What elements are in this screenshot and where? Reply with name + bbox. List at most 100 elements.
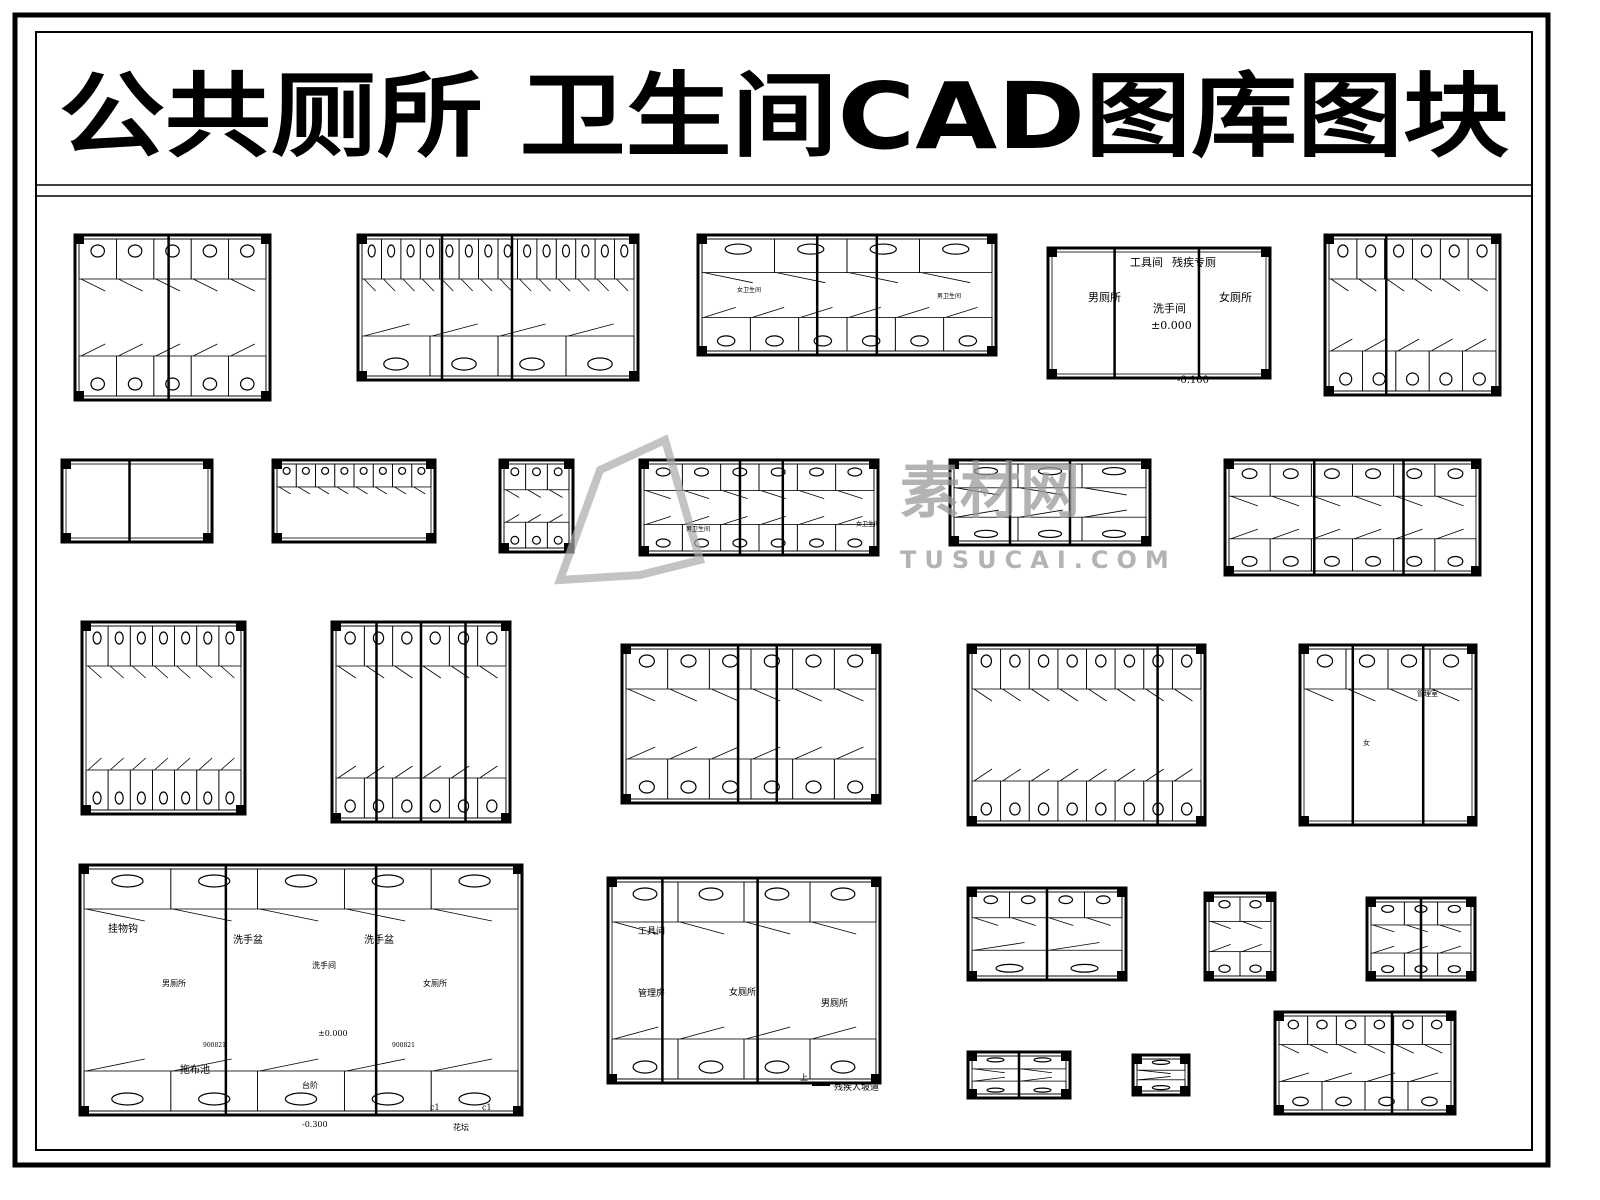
toilet-icon — [1405, 372, 1420, 386]
stall-door — [1347, 688, 1376, 702]
label-basin-right: 洗手盆 — [364, 933, 394, 946]
toilet-icon — [503, 244, 512, 258]
stall-door — [176, 757, 191, 771]
stall-door — [505, 514, 520, 523]
plan-i-labels: 男卫生间 女卫生间 — [686, 520, 880, 533]
inner-frame — [35, 31, 1533, 1151]
structural-column — [272, 459, 282, 469]
structural-column — [1224, 459, 1234, 469]
toilet-icon — [986, 1057, 1005, 1063]
stall-door — [505, 489, 520, 498]
structural-column — [261, 234, 271, 244]
toilet-stall — [835, 463, 875, 492]
toilet-stall — [1018, 1080, 1067, 1095]
stall-door — [837, 490, 863, 499]
toilet-icon — [451, 357, 477, 371]
stall-door — [80, 278, 106, 292]
toilet-icon — [1066, 802, 1078, 816]
stall-door — [1230, 528, 1258, 540]
toilet-icon — [1447, 965, 1461, 974]
stall-door — [451, 765, 470, 779]
label-washroom: 洗手间 — [1153, 301, 1186, 315]
toilet-icon — [1323, 468, 1340, 480]
stall-door — [132, 757, 147, 771]
plan-q-labels: 挂物钩 洗手盆 洗手盆 洗手间 男厕所 女厕所 ±0.000 900821 90… — [108, 922, 492, 1132]
stall-door — [1313, 495, 1341, 507]
toilet-icon — [869, 243, 897, 255]
structural-column — [1180, 1086, 1190, 1096]
toilet-icon — [763, 780, 780, 794]
toilet-icon — [980, 654, 993, 668]
toilet-icon — [92, 791, 102, 805]
stall-door — [375, 486, 387, 495]
stall-door — [383, 278, 396, 292]
structural-column — [501, 621, 511, 631]
toilet-icon — [344, 631, 356, 645]
toilet-icon — [165, 244, 180, 258]
structural-column — [1196, 644, 1206, 654]
floor-plan — [73, 233, 272, 402]
stall-door — [577, 278, 590, 292]
floor-plan — [966, 643, 1207, 827]
stall-door — [549, 489, 563, 498]
toilet-stall — [1084, 891, 1123, 919]
stall-door — [945, 306, 978, 318]
stall-door — [848, 272, 898, 284]
stall-door — [973, 942, 1025, 951]
toilet-icon — [716, 335, 736, 347]
toilet-icon — [1152, 802, 1164, 816]
stall-door — [80, 343, 106, 357]
stall-door — [366, 765, 385, 779]
label-outdoor-level: -0.300 — [302, 1120, 328, 1129]
stall-door — [363, 278, 376, 292]
structural-column — [1061, 1089, 1071, 1099]
stall-door — [1138, 1069, 1171, 1074]
toilet-icon — [158, 791, 169, 805]
stall-door — [1354, 495, 1382, 507]
stall-door — [799, 516, 825, 525]
stall-door — [1358, 278, 1377, 292]
toilet-icon — [225, 791, 235, 805]
toilet-icon — [680, 780, 697, 794]
toilet-icon — [1180, 654, 1193, 668]
toilet-icon — [1421, 1096, 1438, 1107]
stall-door — [811, 1026, 857, 1040]
toilet-stall — [919, 238, 993, 273]
toilet-stall — [809, 881, 877, 923]
stall-door — [87, 665, 102, 679]
stall-door — [193, 343, 218, 357]
toilet-icon — [942, 243, 970, 255]
toilet-icon — [383, 357, 409, 371]
toilet-icon — [127, 244, 143, 258]
floor-plan — [60, 458, 214, 544]
toilet-icon — [1373, 1019, 1386, 1030]
structural-column — [236, 621, 246, 631]
toilet-icon — [445, 244, 454, 258]
toilet-icon — [136, 631, 146, 645]
stall-door — [1020, 1068, 1052, 1074]
stall-door — [451, 665, 470, 679]
toilet-icon — [1218, 900, 1231, 909]
structural-column — [967, 816, 977, 826]
structural-column — [331, 813, 341, 823]
exterior-wall — [1131, 1053, 1191, 1097]
toilet-icon — [458, 874, 491, 888]
stall-door — [413, 486, 426, 495]
stall-door — [800, 306, 833, 318]
toilet-icon — [1365, 555, 1382, 567]
toilet-icon — [458, 1092, 491, 1106]
stall-door — [220, 665, 235, 679]
structural-column — [1491, 386, 1501, 396]
toilet-stall — [1434, 538, 1477, 572]
exterior-wall — [73, 233, 272, 402]
stall-door — [752, 306, 785, 318]
toilet-icon — [587, 357, 613, 371]
toilet-stall — [1171, 780, 1202, 822]
toilet-icon — [830, 887, 856, 901]
exterior-wall — [60, 458, 214, 544]
structural-column — [967, 1051, 977, 1061]
structural-column — [697, 346, 707, 356]
floor-plan — [966, 1050, 1072, 1100]
stall-door — [679, 921, 725, 935]
stall-door — [479, 665, 498, 679]
